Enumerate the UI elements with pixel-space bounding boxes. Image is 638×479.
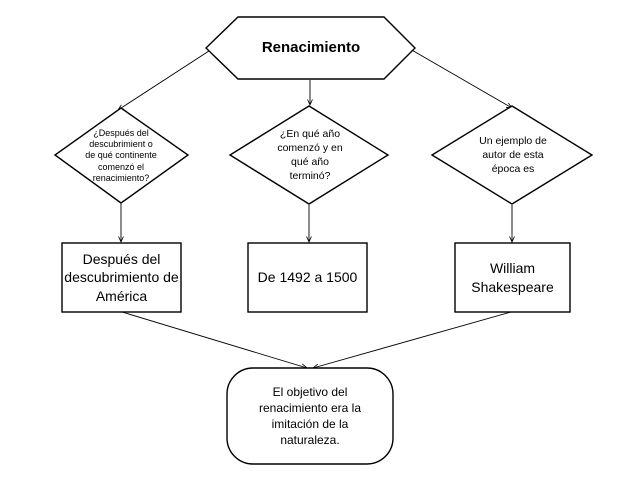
question-2-label: ¿En qué año comenzó y en qué año terminó…	[277, 127, 343, 183]
root-label: Renacimiento	[261, 39, 361, 56]
question-1-label: ¿Después del descubrimient o de qué cont…	[85, 127, 157, 183]
question-diamond-2	[228, 105, 390, 205]
answer-box-3	[454, 242, 571, 313]
answer-3-label: William Shakespeare	[471, 260, 554, 295]
root-hexagon	[204, 16, 416, 80]
connector-answer-1-to-conclusion	[121, 311, 307, 368]
connector-answer-3-to-conclusion	[313, 311, 512, 368]
answer-1-label: Después del descubrimiento de América	[64, 251, 179, 304]
conclusion-box	[226, 367, 394, 465]
question-3-label: Un ejemplo de autor de esta época es	[479, 134, 547, 176]
question-diamond-1	[53, 107, 190, 204]
answer-box-1	[61, 242, 182, 313]
connector-root-to-question-3	[409, 48, 512, 108]
question-diamond-3	[430, 105, 594, 205]
conclusion-label: El objetivo del renacimiento era la imit…	[258, 384, 362, 448]
answer-box-2	[247, 242, 368, 313]
answer-2-label: De 1492 a 1500	[257, 269, 358, 286]
connector-root-to-question-1	[118, 48, 213, 110]
